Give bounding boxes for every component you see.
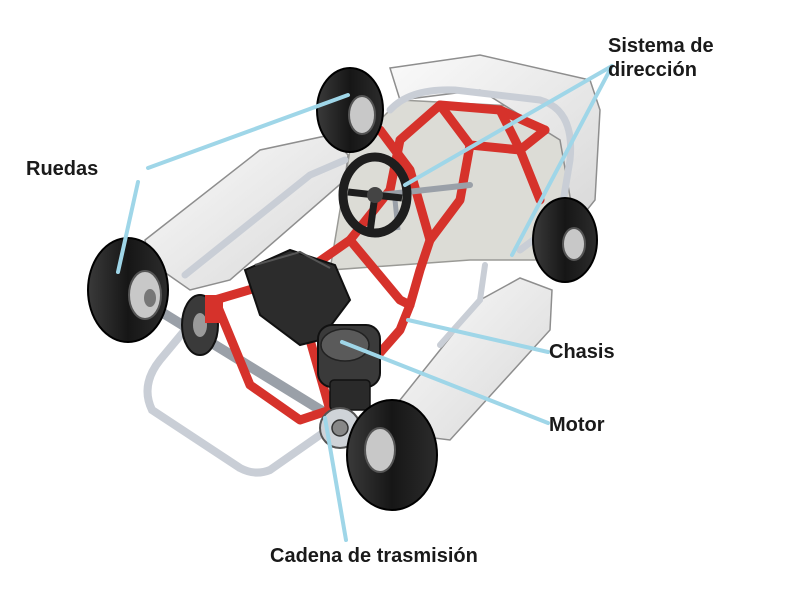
label-chassis: Chasis	[549, 341, 615, 363]
leader-chassis	[406, 318, 550, 354]
label-steering-system: Sistema de dirección	[608, 34, 714, 82]
wheel-front-right	[532, 197, 598, 283]
side-bumper-tube	[181, 156, 349, 279]
leader-lines	[116, 64, 614, 542]
steering-wheel	[338, 152, 412, 238]
brake-disc	[181, 294, 223, 356]
leader-wheels-1	[146, 93, 350, 170]
label-motor: Motor	[549, 414, 605, 436]
seat-edge	[254, 250, 331, 269]
label-wheels: Ruedas	[26, 158, 99, 180]
leader-wheels-2	[116, 180, 140, 274]
leader-steering-1	[403, 64, 614, 187]
rear-bumper-tube	[143, 296, 334, 477]
label-steering-line2: dirección	[608, 59, 697, 81]
wheel-front-left	[316, 67, 384, 153]
leader-steering-2	[510, 64, 614, 257]
wheel-rear-right	[346, 399, 438, 511]
label-chain-drive: Cadena de trasmisión	[270, 545, 478, 567]
leader-chain	[323, 416, 348, 542]
steering-column	[377, 182, 473, 198]
label-steering-line1: Sistema de	[608, 35, 714, 57]
leader-motor	[340, 340, 550, 425]
wheel-rear-left	[87, 237, 169, 343]
engine	[317, 324, 381, 411]
